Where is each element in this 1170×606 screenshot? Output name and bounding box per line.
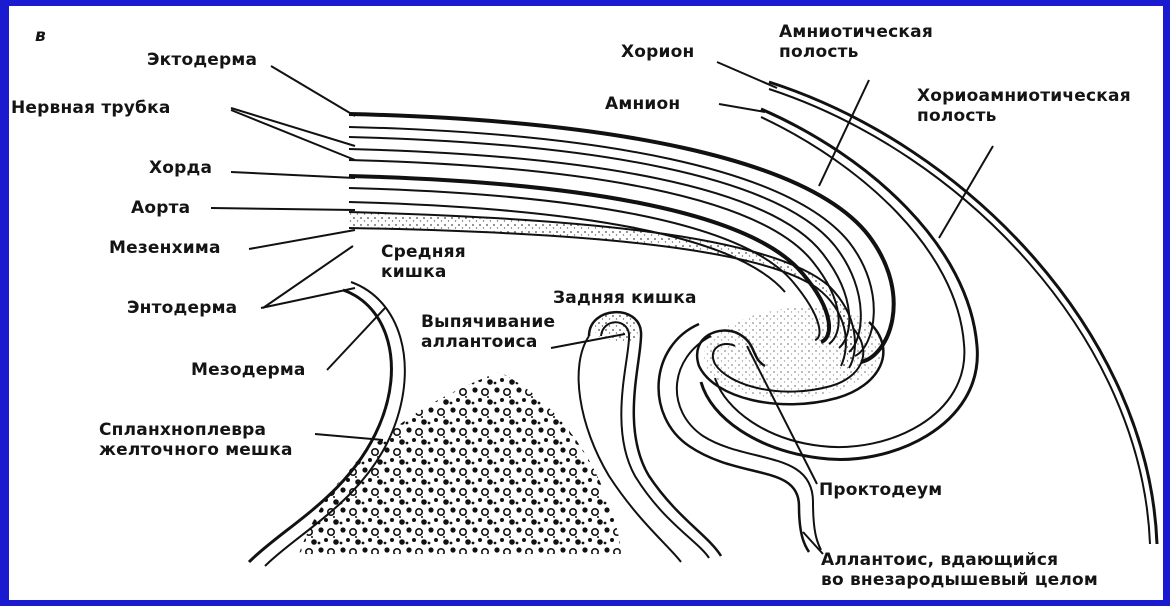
label-notochord: Хорда xyxy=(149,158,212,178)
label-aorta: Аорта xyxy=(131,198,190,218)
yolk-mass xyxy=(299,372,621,554)
label-amniotic-cavity-line2: полость xyxy=(779,42,933,62)
label-proctodeum: Проктодеум xyxy=(819,480,942,500)
label-ectoderm: Эктодерма xyxy=(147,50,257,70)
label-allantois-line2: во внезародышевый целом xyxy=(821,570,1098,590)
figure-frame: в Эктодерма Нервная трубка Хорда Аорта М… xyxy=(9,6,1163,600)
label-mesoderm: Мезодерма xyxy=(191,360,306,380)
label-allantois-bulge-line2: аллантоиса xyxy=(421,332,555,352)
label-neural-tube: Нервная трубка xyxy=(11,98,171,118)
label-allantois-bulge: Выпячивание аллантоиса xyxy=(421,312,555,352)
label-chorioamniotic-cavity-line2: полость xyxy=(917,106,1131,126)
label-midgut-line1: Средняя xyxy=(381,242,466,262)
label-chorioamniotic-cavity: Хориоамниотическая полость xyxy=(917,86,1131,126)
label-mesenchyme: Мезенхима xyxy=(109,238,221,258)
panel-letter: в xyxy=(35,26,46,46)
label-chorion: Хорион xyxy=(621,42,695,62)
label-hindgut: Задняя кишка xyxy=(553,288,697,308)
label-amniotic-cavity: Амниотическая полость xyxy=(779,22,933,62)
label-chorioamniotic-cavity-line1: Хориоамниотическая xyxy=(917,86,1131,106)
label-splanchnopleure-line1: Спланхноплевра xyxy=(99,420,293,440)
label-midgut: Средняя кишка xyxy=(381,242,466,282)
label-endoderm: Энтодерма xyxy=(127,298,237,318)
label-allantois-bulge-line1: Выпячивание xyxy=(421,312,555,332)
label-splanchnopleure: Спланхноплевра желточного мешка xyxy=(99,420,293,460)
label-midgut-line2: кишка xyxy=(381,262,466,282)
label-splanchnopleure-line2: желточного мешка xyxy=(99,440,293,460)
hindgut-stipple xyxy=(704,307,883,398)
label-allantois-line1: Аллантоис, вдающийся xyxy=(821,550,1098,570)
allantois-bulge-inner xyxy=(601,322,709,558)
label-amnion: Амнион xyxy=(605,94,680,114)
label-amniotic-cavity-line1: Амниотическая xyxy=(779,22,933,42)
label-allantois: Аллантоис, вдающийся во внезародышевый ц… xyxy=(821,550,1098,590)
